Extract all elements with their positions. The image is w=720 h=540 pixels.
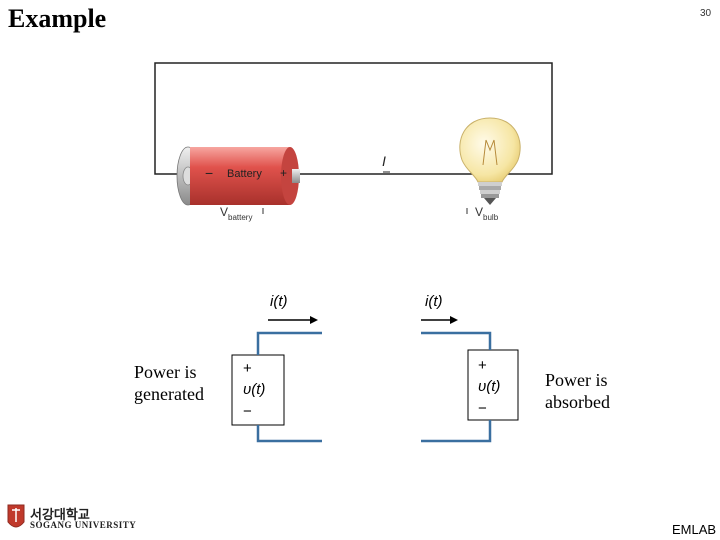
left-element-wire-bottom xyxy=(256,425,322,443)
battery-icon xyxy=(176,146,300,206)
light-bulb-icon xyxy=(459,117,521,205)
university-logo-icon xyxy=(7,504,25,528)
left-current-label: i(t) xyxy=(270,293,288,310)
university-name-korean: 서강대학교 xyxy=(30,508,90,523)
battery-plus-label: + xyxy=(280,166,287,180)
right-voltage-label: υ(t) xyxy=(478,378,500,395)
left-minus-sign: − xyxy=(243,403,252,420)
left-plus-sign: + xyxy=(243,360,252,377)
right-element-box xyxy=(467,349,519,421)
university-name-english: SOGANG UNIVERSITY xyxy=(30,520,137,530)
v-bulb-label: Vbulb xyxy=(475,205,499,222)
right-element-wire-bottom xyxy=(421,420,492,443)
right-element-wire xyxy=(421,331,492,350)
right-minus-sign: − xyxy=(478,400,487,417)
footer-lab-label: EMLAB xyxy=(672,522,717,537)
right-description: Power is absorbed xyxy=(545,370,610,412)
left-voltage-label: υ(t) xyxy=(243,381,265,398)
right-element-diagram: i(t) + υ(t) − xyxy=(421,293,519,443)
v-battery-label: Vbattery xyxy=(220,205,252,222)
left-element-diagram: i(t) + υ(t) − xyxy=(231,293,322,443)
circuit-wire xyxy=(154,62,553,175)
left-description: Power is generated xyxy=(134,362,204,404)
page-number: 30 xyxy=(700,8,712,19)
right-current-label: i(t) xyxy=(425,293,443,310)
current-label: I xyxy=(382,153,386,169)
slide-title: Example xyxy=(8,4,107,33)
right-plus-sign: + xyxy=(478,357,487,374)
left-element-wire xyxy=(256,331,322,355)
battery-minus-label: − xyxy=(205,165,213,181)
battery-label: Battery xyxy=(227,168,262,180)
